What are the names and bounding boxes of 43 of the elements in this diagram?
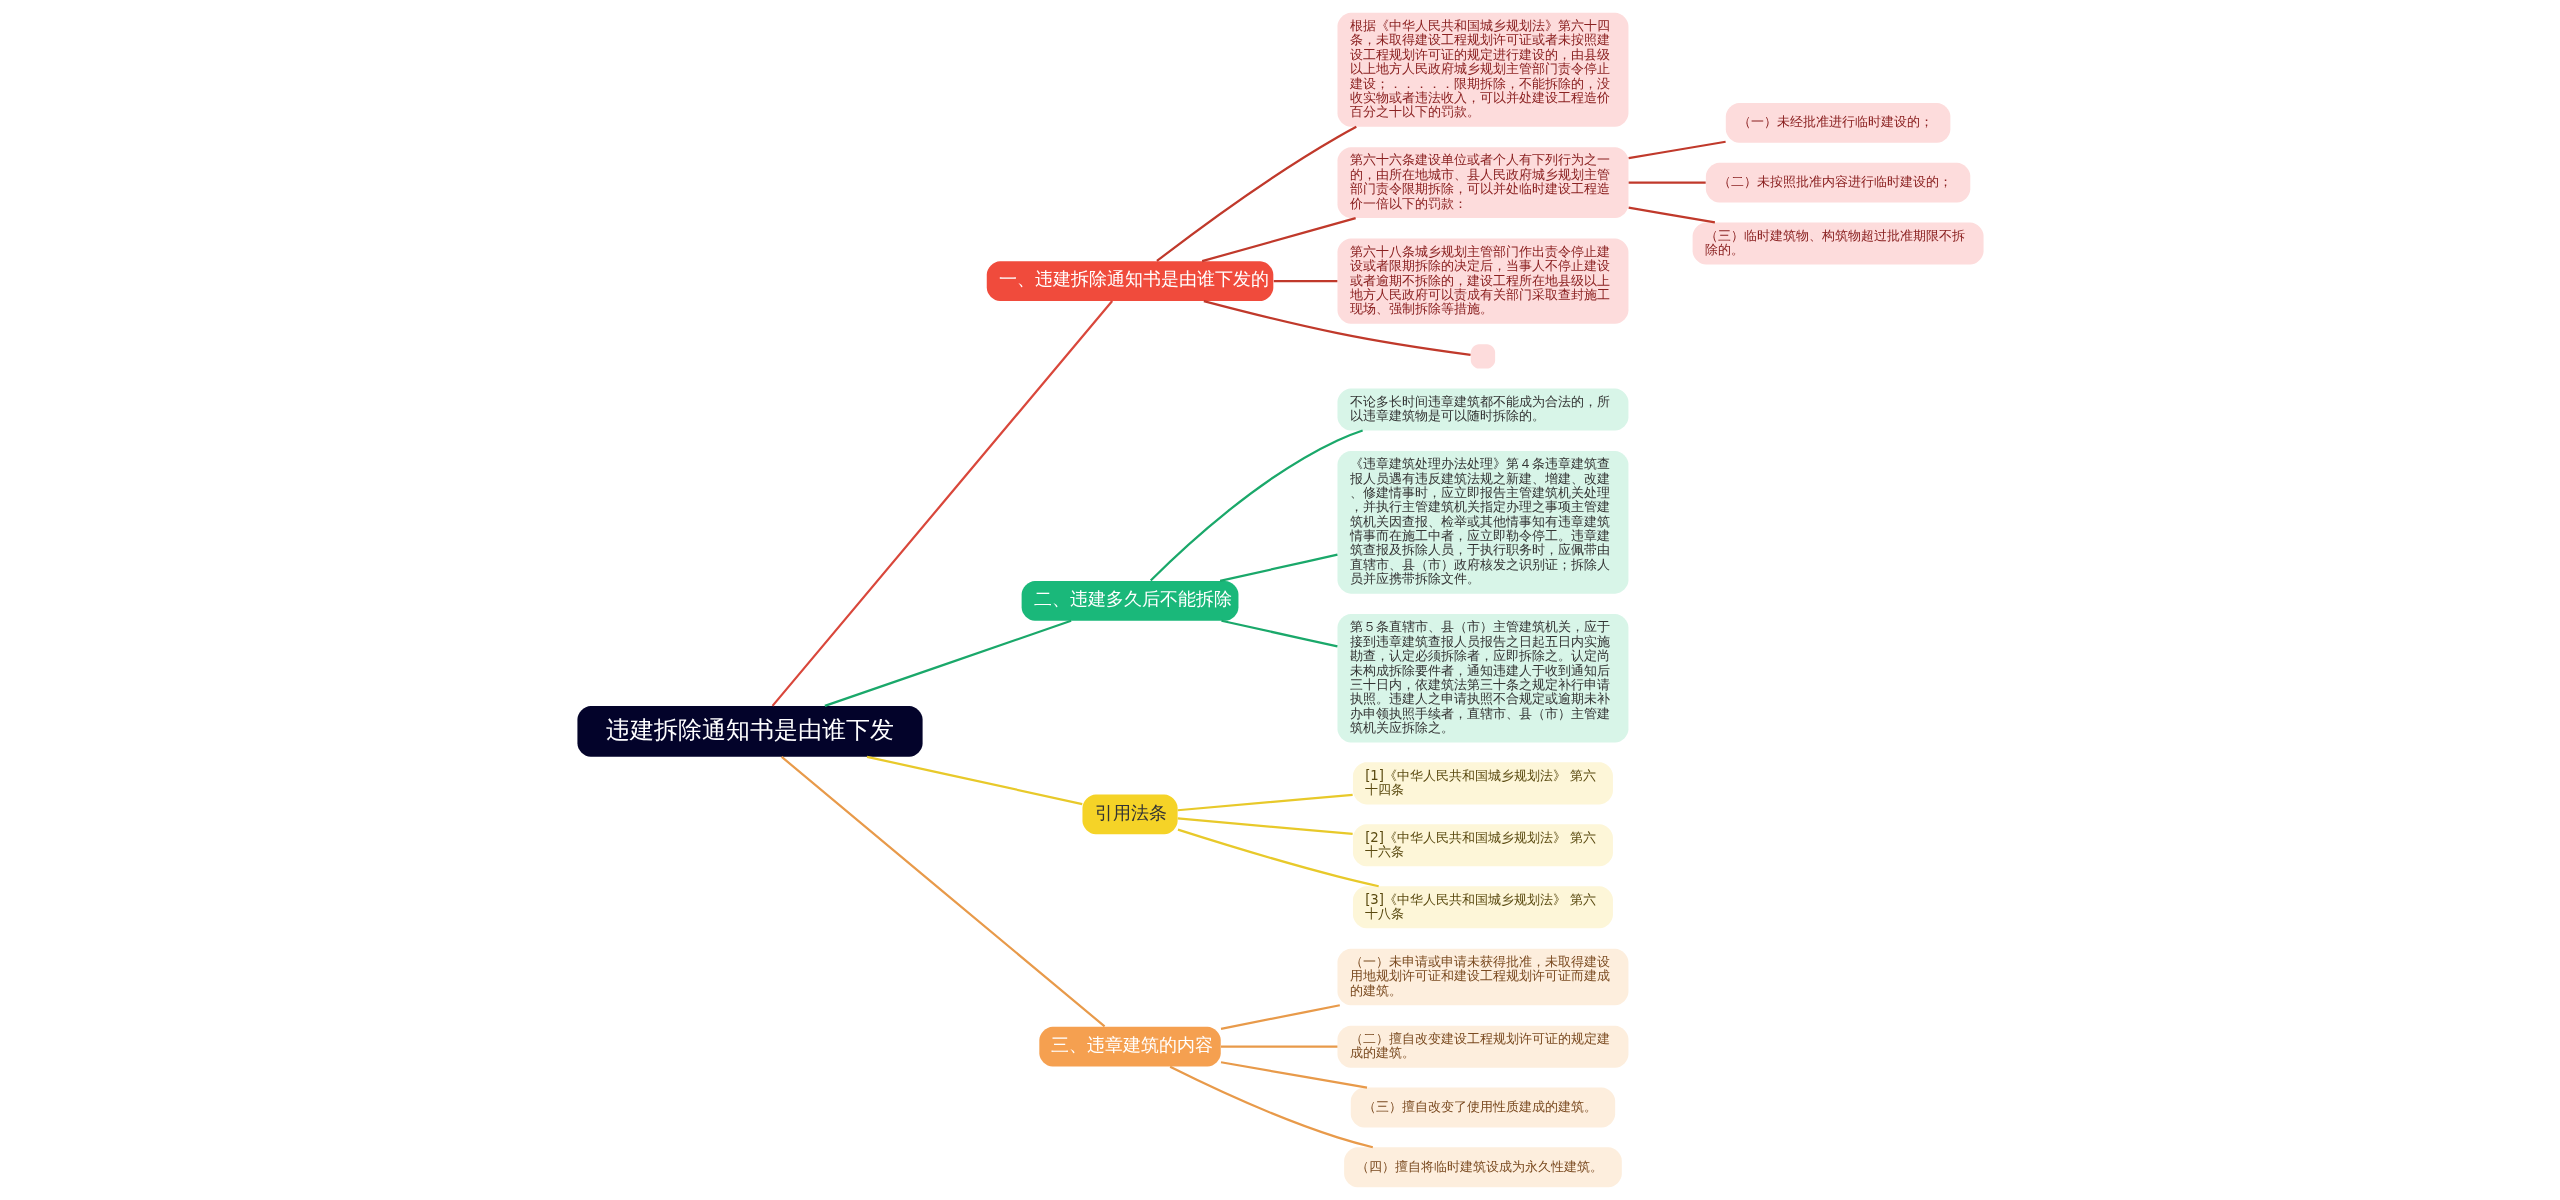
connector [1220,619,1338,648]
connector [1177,817,1353,835]
connector [1177,793,1353,812]
connector [1177,828,1379,888]
node-box: 三、违章建筑的内容 [1038,1026,1221,1067]
connector [824,619,1071,707]
node-box: 不论多长时间违章建筑都不能成为合法的，所以违章建筑物是可以随时拆除的。 [1337,388,1628,431]
connector [1203,300,1471,356]
node-box: 第六十八条城乡规划主管部门作出责令停止建设或者限期拆除的决定后，当事人不停止建设或者逾期不拆除的，建设工程所在地县级以上地方人民政府可以责成有关部门采取查封施工现场、强制拆除等措施。 [1337,238,1628,324]
node-box: 《违章建筑处理办法处理》第４条违章建筑查报人员遇有违反建筑法规之新建、增建、改建、修建情事时，应立即报告主管建筑机关处理，并执行主管建筑机关指定办理之事项主管建筑机关因查报、检举或其他情事知有违章建筑情事而在施工中者，应立即勒令停工。违章建筑查报及拆除人员，于执行职务时，应佩带由直辖市、县（市）政府核发之识别证；拆除人员并应携带拆除文件。 [1337,450,1628,594]
connector [1627,140,1726,160]
connector [1220,1061,1367,1089]
connector [1155,125,1357,262]
node-box: （一）未申请或申请未获得批准，未取得建设用地规划许可证和建设工程规划许可证而建成的建筑。 [1337,948,1628,1006]
connector [780,756,1105,1028]
connector [771,300,1113,707]
connector [1169,1065,1373,1149]
node-box: 根据《中华人民共和国城乡规划法》第六十四条，未取得建设工程规划许可证或者未按照建设工程规划许可证的规定进行建设的，由县级以上地方人民政府城乡规划主管部门责令停止建设；．．．．．限期拆除，不能拆除的，没收实物或者违法收入，可以并处建设工程造价百分之十以下的罚款。 [1337,12,1628,127]
node-box: 二、违建多久后不能拆除 [1021,580,1238,621]
node-box: （三）擅自改变了使用性质建成的建筑。 [1350,1087,1615,1128]
connector [1627,206,1715,224]
node-box [1470,344,1495,369]
connector [866,755,1082,806]
connector [1219,553,1338,582]
node-box: 第六十六条建设单位或者个人有下列行为之一的，由所在地城市、县人民政府城乡规划主管部门责令限期拆除，可以并处临时建设工程造价一倍以下的罚款： [1337,147,1628,219]
connector [1149,429,1363,582]
node-box: 违建拆除通知书是由谁下发 [576,705,923,757]
connector [1628,181,1706,184]
node-box: [1]《中华人民共和国城乡规划法》 第六十四条 [1352,762,1613,805]
node-box: （一）未经批准进行临时建设的； [1725,103,1950,143]
node-box: [2]《中华人民共和国城乡规划法》 第六十六条 [1352,824,1613,867]
node-box: （三）临时建筑物、构筑物超过批准期限不拆除的。 [1692,222,1984,265]
node-box: （四）擅自将临时建筑设成为永久性建筑。 [1343,1147,1622,1188]
node-box: [3]《中华人民共和国城乡规划法》 第六十八条 [1352,886,1613,929]
node-box: 第５条直辖市、县（市）主管建筑机关，应于接到违章建筑查报人员报告之日起五日内实施勘查，认定必须拆除者，应即拆除之。认定尚未构成拆除要件者，通知违建人于收到通知后三十日内，依建筑法第三十条之规定补行申请执照。违建人之申请执照不合规定或逾期未补办申领执照手续者，直辖市、县（市）主管建筑机关应拆除之。 [1337,614,1628,743]
node-box: （二）擅自改变建设工程规划许可证的规定建成的建筑。 [1337,1025,1628,1068]
node-box: （二）未按照批准内容进行临时建设的； [1705,162,1970,203]
connector [1201,217,1356,263]
connector [1220,1004,1340,1030]
node-box: 引用法条 [1081,794,1178,835]
connector [1220,1045,1337,1048]
connector [1273,280,1337,283]
node-box: 一、违建拆除通知书是由谁下发的 [986,261,1273,301]
